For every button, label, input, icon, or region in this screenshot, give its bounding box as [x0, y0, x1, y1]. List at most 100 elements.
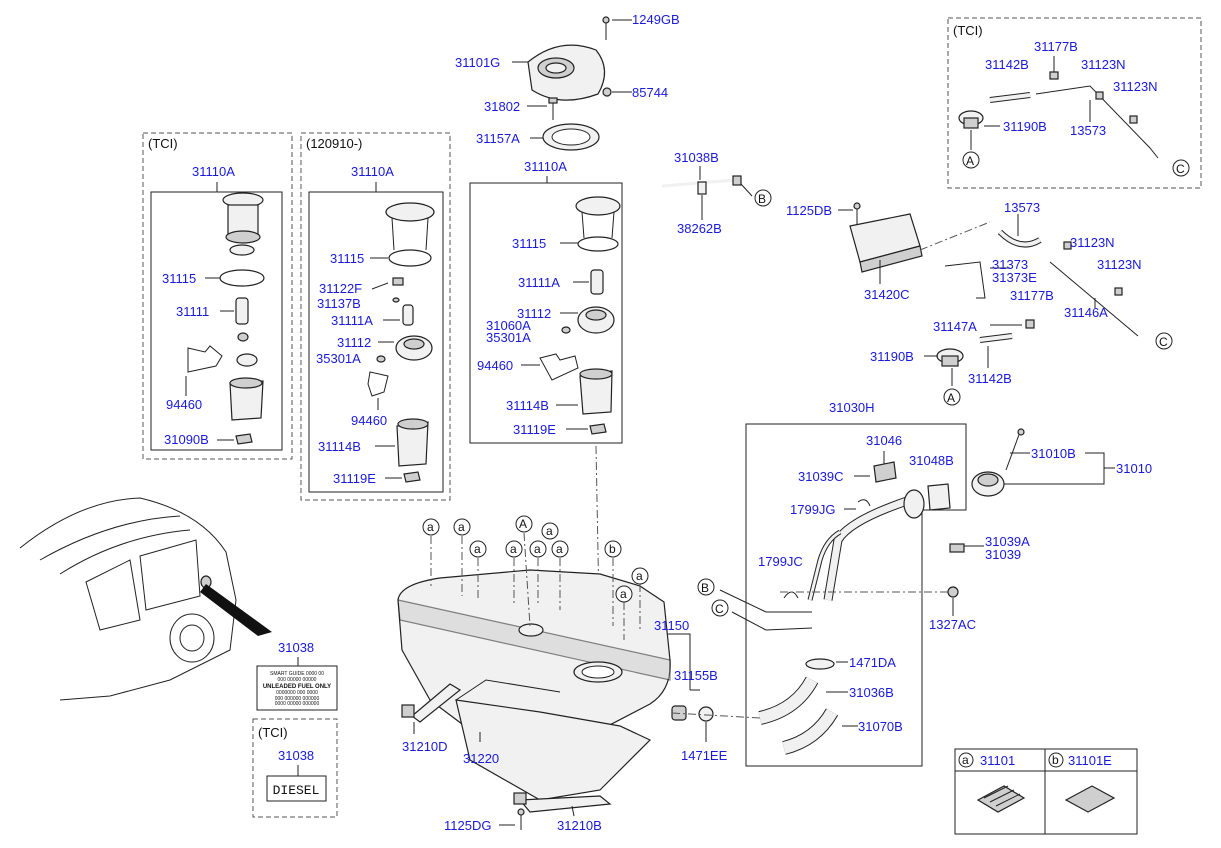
callout-85744[interactable]: 85744: [632, 85, 668, 100]
callout-31110A-main[interactable]: 31110A: [524, 159, 567, 174]
callout-31048B[interactable]: 31048B: [909, 453, 954, 468]
callout-31030H[interactable]: 31030H: [829, 400, 875, 415]
callout-31111A-main[interactable]: 31111A: [518, 275, 560, 290]
ref-A-tank: A: [519, 517, 527, 531]
callout-31112-2[interactable]: 31112: [337, 335, 371, 350]
fuel-tank-group: 31210D 31220 31210B 1125DG 31150 31155B …: [397, 515, 761, 833]
ref-b-tank: b: [609, 542, 616, 556]
callout-13573-tci[interactable]: 13573: [1070, 123, 1106, 138]
callout-94460-main[interactable]: 94460: [477, 358, 513, 373]
canister-group: 1125DB 31420C 31373 31373E 13573 31123N …: [786, 200, 1173, 406]
callout-31111-tci[interactable]: 31111: [176, 304, 209, 319]
callout-31122F[interactable]: 31122F: [319, 281, 362, 296]
callout-35301A-2[interactable]: 35301A: [316, 351, 361, 366]
callout-31190B-tci[interactable]: 31190B: [1003, 119, 1047, 134]
callout-31010B[interactable]: 31010B: [1031, 446, 1076, 461]
sticker-line-3: UNLEADED FUEL ONLY: [263, 684, 331, 690]
callout-31046[interactable]: 31046: [866, 433, 902, 448]
callout-1471DA[interactable]: 1471DA: [849, 655, 896, 670]
callout-35301A-main[interactable]: 35301A: [486, 330, 531, 345]
callout-31123N-tci1[interactable]: 31123N: [1081, 57, 1126, 72]
sticker-line-1: SMART GUIDE 0000 00: [270, 671, 324, 677]
callout-31123N-mid2[interactable]: 31123N: [1097, 257, 1142, 272]
callout-31070B[interactable]: 31070B: [858, 719, 903, 734]
callout-31039C[interactable]: 31039C: [798, 469, 844, 484]
legend-table: a 31101 b 31101E: [954, 748, 1138, 835]
group-label-tci-top: (TCI): [953, 23, 983, 38]
tci-vapor-group: (TCI) 31177B 31142B 31123N 31123N 31190B…: [947, 17, 1202, 189]
callout-31155B[interactable]: 31155B: [674, 668, 718, 683]
callout-1471EE[interactable]: 1471EE: [681, 748, 728, 763]
ref-a-9: a: [620, 587, 627, 601]
callout-1799JG[interactable]: 1799JG: [790, 502, 836, 517]
callout-31177B-mid[interactable]: 31177B: [1010, 288, 1054, 303]
callout-31146A[interactable]: 31146A: [1064, 305, 1108, 320]
vehicle-group: 31038 SMART GUIDE 0000 00 000 00000 0000…: [19, 497, 338, 818]
callout-1249GB[interactable]: 1249GB: [632, 12, 680, 27]
ref-a-8: a: [636, 569, 643, 583]
callout-38262B[interactable]: 38262B: [677, 221, 722, 236]
callout-31123N-tci2[interactable]: 31123N: [1113, 79, 1158, 94]
callout-31119E-main[interactable]: 31119E: [513, 422, 556, 437]
callout-31038-tci[interactable]: 31038: [278, 748, 314, 763]
callout-31190B-mid[interactable]: 31190B: [870, 349, 914, 364]
sticker-line-6: 0000 00000 000000: [275, 701, 320, 707]
callout-31220[interactable]: 31220: [463, 751, 499, 766]
warning-sticker: SMART GUIDE 0000 00 000 00000 00000 UNLE…: [263, 671, 331, 707]
legend-31101E[interactable]: 31101E: [1068, 753, 1112, 768]
callout-31115-tci[interactable]: 31115: [162, 271, 196, 286]
callout-31111A-2[interactable]: 31111A: [331, 313, 373, 328]
callout-31038[interactable]: 31038: [278, 640, 314, 655]
ref-marker-A-mid: A: [947, 391, 955, 405]
callout-94460-2[interactable]: 94460: [351, 413, 387, 428]
callout-31115-main[interactable]: 31115: [512, 236, 546, 251]
callout-31123N-mid1[interactable]: 31123N: [1070, 235, 1115, 250]
tank-ref-markers: a a a a A a a a b a: [422, 515, 649, 640]
ref-marker-B-top: B: [758, 192, 766, 206]
callout-31060A[interactable]: 31060A: [486, 318, 531, 333]
ref-a-3: a: [474, 542, 481, 556]
callout-1125DB[interactable]: 1125DB: [786, 203, 832, 218]
callout-31137B[interactable]: 31137B: [317, 296, 361, 311]
callout-31039A[interactable]: 31039A: [985, 534, 1030, 549]
callout-31119E-2[interactable]: 31119E: [333, 471, 376, 486]
callout-1799JC[interactable]: 1799JC: [758, 554, 803, 569]
callout-31147A[interactable]: 31147A: [933, 319, 977, 334]
ref-marker-B-neck: B: [701, 581, 709, 595]
callout-31101G[interactable]: 31101G: [455, 55, 500, 70]
ref-a-7: a: [556, 542, 563, 556]
return-line-group: B 31038B 38262B: [661, 150, 772, 236]
callout-31210D[interactable]: 31210D: [402, 739, 448, 754]
callout-31039[interactable]: 31039: [985, 547, 1021, 562]
callout-31112-main[interactable]: 31112: [517, 306, 551, 321]
callout-1125DG[interactable]: 1125DG: [444, 818, 491, 833]
callout-31177B-tci[interactable]: 31177B: [1034, 39, 1078, 54]
callout-31110A-tci[interactable]: 31110A: [192, 164, 235, 179]
callout-31142B-tci[interactable]: 31142B: [985, 57, 1029, 72]
filler-neck-group: 31030H 31046 31039C 31048B 1799JG 1799JC…: [697, 400, 967, 767]
callout-31110A-2[interactable]: 31110A: [351, 164, 394, 179]
callout-31114B-main[interactable]: 31114B: [506, 398, 549, 413]
callout-31038B[interactable]: 31038B: [674, 150, 719, 165]
ref-a-5: a: [534, 542, 541, 556]
callout-31420C[interactable]: 31420C: [864, 287, 910, 302]
callout-31090B[interactable]: 31090B: [164, 432, 209, 447]
callout-31142B-mid[interactable]: 31142B: [968, 371, 1012, 386]
callout-31115-2[interactable]: 31115: [330, 251, 364, 266]
callout-31373E[interactable]: 31373E: [992, 270, 1037, 285]
callout-13573-mid[interactable]: 13573: [1004, 200, 1040, 215]
legend-31101[interactable]: 31101: [980, 753, 1015, 768]
callout-31157A[interactable]: 31157A: [476, 131, 520, 146]
callout-31150[interactable]: 31150: [654, 618, 689, 633]
callout-31210B[interactable]: 31210B: [557, 818, 602, 833]
group-label-120910: (120910-): [306, 136, 362, 151]
callout-31010[interactable]: 31010: [1116, 461, 1152, 476]
callout-94460-tci[interactable]: 94460: [166, 397, 202, 412]
callout-31114B-2[interactable]: 31114B: [318, 439, 361, 454]
callout-1327AC[interactable]: 1327AC: [929, 617, 976, 632]
callout-31036B[interactable]: 31036B: [849, 685, 894, 700]
ref-marker-C-mid: C: [1159, 335, 1168, 349]
callout-31373[interactable]: 31373: [992, 257, 1028, 272]
callout-31802[interactable]: 31802: [484, 99, 520, 114]
sticker-line-2: 000 00000 00000: [278, 677, 317, 683]
